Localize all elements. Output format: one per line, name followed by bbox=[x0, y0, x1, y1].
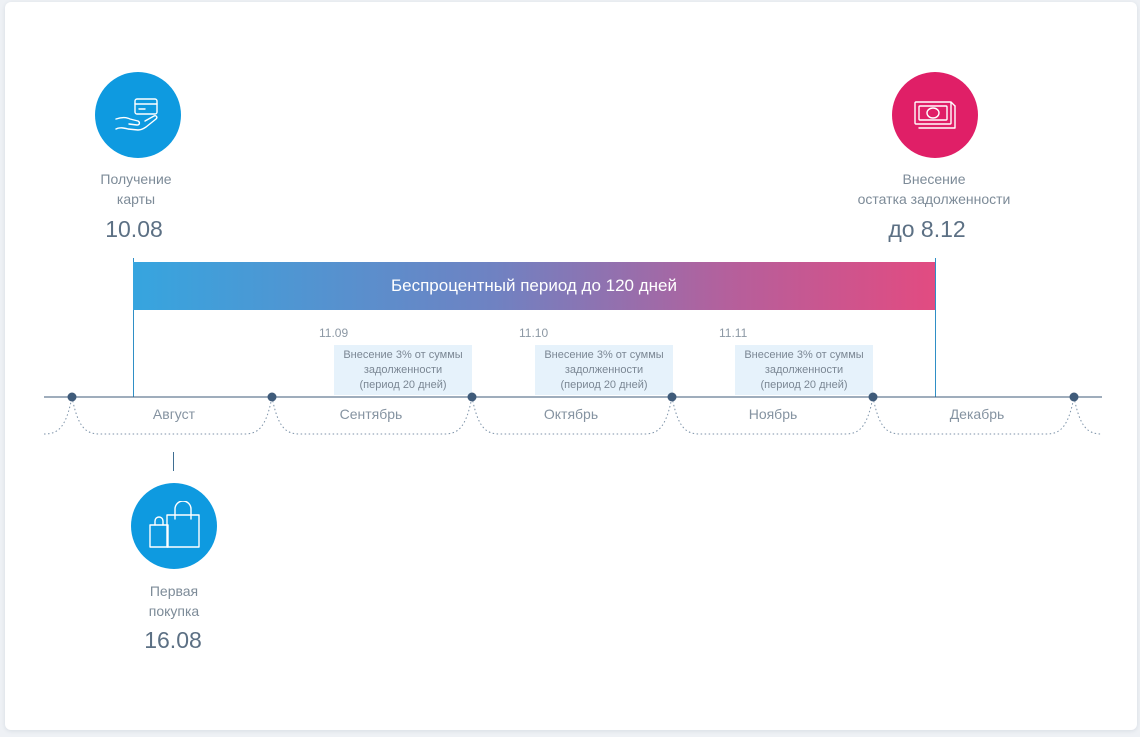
debt-payment-label-1: Внесение bbox=[902, 171, 966, 187]
payment-date-2: 11.10 bbox=[519, 326, 549, 340]
card-receipt-label-1: Получение bbox=[100, 171, 172, 187]
first-purchase-circle bbox=[131, 483, 217, 569]
timeline-dot-1 bbox=[67, 392, 77, 402]
grace-period-bar: Беспроцентный период до 120 дней bbox=[133, 262, 935, 310]
payment-text-3a: Внесение 3% от суммы bbox=[744, 348, 864, 361]
bracket-november bbox=[671, 396, 874, 435]
payment-text-1a: Внесение 3% от суммы bbox=[343, 348, 463, 361]
bracket-december bbox=[872, 396, 1075, 435]
timeline-dot-4 bbox=[667, 392, 677, 402]
first-purchase-label-1: Первая bbox=[149, 583, 199, 599]
grace-period-label: Беспроцентный период до 120 дней bbox=[390, 276, 677, 295]
timeline-dot-5 bbox=[868, 392, 878, 402]
payment-text-3c: (период 20 дней) bbox=[760, 378, 848, 391]
period-start-line bbox=[133, 258, 134, 397]
payment-text-2c: (период 20 дней) bbox=[560, 378, 648, 391]
bracket-start bbox=[43, 396, 73, 435]
payment-box-3: Внесение 3% от суммы задолженности (пери… bbox=[735, 345, 873, 395]
payment-box-1: Внесение 3% от суммы задолженности (пери… bbox=[334, 345, 472, 395]
timeline-dot-2 bbox=[267, 392, 277, 402]
month-november: Ноябрь bbox=[748, 406, 798, 422]
payment-date-1: 11.09 bbox=[319, 326, 349, 340]
payment-text-2a: Внесение 3% от суммы bbox=[544, 348, 664, 361]
month-august: Август bbox=[152, 406, 196, 422]
period-end-line bbox=[935, 258, 936, 397]
timeline-axis bbox=[43, 392, 1103, 435]
debt-payment-label-2: остатка задолженности bbox=[857, 191, 1011, 207]
payment-text-1b: задолженности bbox=[363, 363, 443, 376]
debt-payment-date: до 8.12 bbox=[888, 216, 966, 242]
month-december: Декабрь bbox=[949, 406, 1005, 422]
card-receipt-circle bbox=[95, 72, 181, 158]
shopping-bags-icon bbox=[149, 501, 200, 548]
payment-date-3: 11.11 bbox=[719, 326, 748, 340]
bracket-end bbox=[1073, 396, 1103, 435]
payment-text-1c: (период 20 дней) bbox=[359, 378, 447, 391]
card-receipt-label-2: карты bbox=[116, 191, 156, 207]
card-receipt-date: 10.08 bbox=[105, 216, 163, 242]
timeline-dot-3 bbox=[467, 392, 477, 402]
payment-text-2b: задолженности bbox=[564, 363, 644, 376]
month-september: Сентябрь bbox=[339, 406, 403, 422]
banknote-icon bbox=[914, 101, 956, 129]
debt-payment-circle bbox=[892, 72, 978, 158]
first-purchase-date: 16.08 bbox=[144, 627, 202, 653]
payment-box-2: Внесение 3% от суммы задолженности (пери… bbox=[535, 345, 673, 395]
payment-text-3b: задолженности bbox=[764, 363, 844, 376]
purchase-connector-line bbox=[173, 452, 174, 471]
month-october: Октябрь bbox=[543, 406, 599, 422]
timeline-dot-6 bbox=[1069, 392, 1079, 402]
first-purchase-label-2: покупка bbox=[148, 603, 200, 619]
card-in-hand-icon bbox=[115, 98, 158, 131]
